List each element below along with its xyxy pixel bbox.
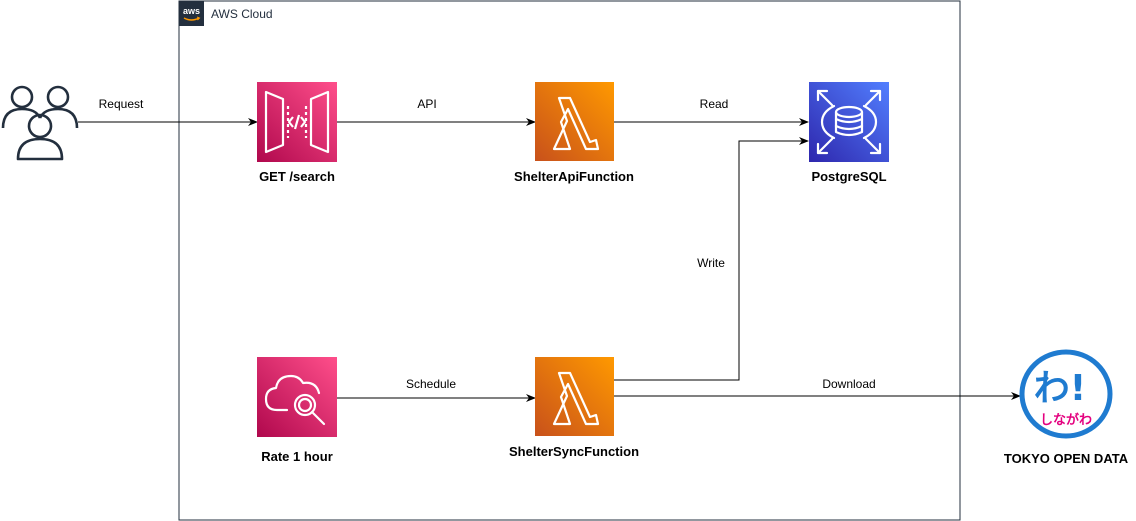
aws-cloud-label: AWS Cloud bbox=[211, 7, 273, 21]
open-data-label: TOKYO OPEN DATA bbox=[1004, 451, 1129, 466]
read-edge-label: Read bbox=[700, 97, 729, 111]
api-gateway-label: GET /search bbox=[259, 169, 335, 184]
connectors bbox=[78, 118, 1021, 402]
write-arrow bbox=[614, 137, 809, 381]
database-node[interactable]: PostgreSQL bbox=[809, 82, 889, 184]
schedule-node[interactable]: Rate 1 hour bbox=[257, 357, 337, 464]
database-label: PostgreSQL bbox=[811, 169, 886, 184]
sync-function-label: ShelterSyncFunction bbox=[509, 444, 639, 459]
svg-text:しながわ: しながわ bbox=[1040, 412, 1092, 428]
schedule-edge-label: Schedule bbox=[406, 377, 456, 391]
eventbridge-schedule-icon bbox=[257, 357, 337, 437]
aws-cloud-group: aws AWS Cloud bbox=[178, 0, 961, 521]
users-icon bbox=[1, 85, 79, 161]
aws-cloud-border bbox=[178, 0, 961, 521]
api-edge-label: API bbox=[417, 97, 436, 111]
api-function-label: ShelterApiFunction bbox=[514, 169, 634, 184]
svg-text:わ!: わ! bbox=[1034, 368, 1086, 409]
schedule-label: Rate 1 hour bbox=[261, 449, 333, 464]
download-edge-label: Download bbox=[822, 377, 875, 391]
open-data-node[interactable]: わ! しながわ TOKYO OPEN DATA bbox=[1004, 349, 1129, 466]
shinagawa-logo-icon: わ! しながわ bbox=[1019, 349, 1113, 439]
api-function-node[interactable]: ShelterApiFunction bbox=[514, 82, 634, 184]
sync-function-node[interactable]: ShelterSyncFunction bbox=[509, 357, 639, 459]
request-edge-label: Request bbox=[99, 97, 144, 111]
aws-logo-icon: aws bbox=[179, 1, 204, 26]
svg-text:aws: aws bbox=[183, 6, 200, 16]
write-edge-label: Write bbox=[697, 256, 725, 270]
api-gateway-node[interactable]: GET /search bbox=[257, 82, 337, 184]
